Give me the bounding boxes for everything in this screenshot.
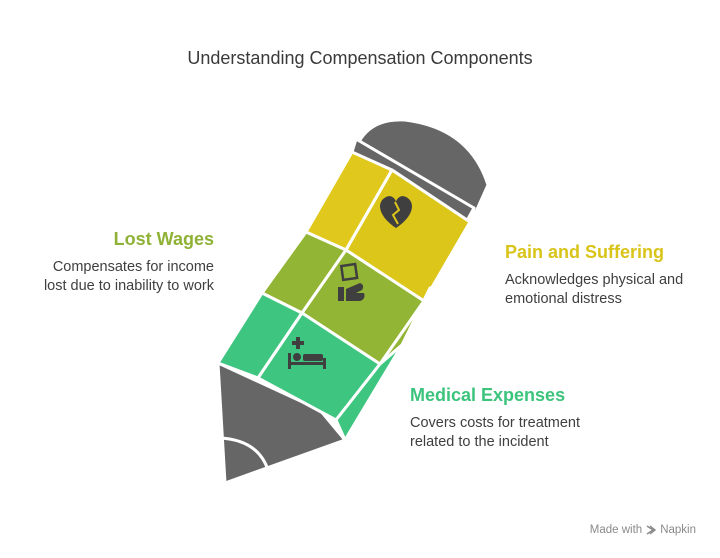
hand-money-icon (338, 262, 365, 301)
hospital-bed-icon (288, 337, 326, 369)
lost-wages-title: Lost Wages (113, 229, 214, 249)
made-with-text: Made with (589, 524, 643, 536)
page-title: Understanding Compensation Components (187, 48, 533, 68)
pain-desc-1: Acknowledges physical and (505, 272, 684, 288)
pain-label: Pain and Suffering Acknowledges physical… (505, 242, 715, 309)
pain-title: Pain and Suffering (505, 242, 665, 262)
medical-desc-1: Covers costs for treatment (410, 415, 581, 431)
lost-wages-label: Lost Wages Compensates for income lost d… (4, 229, 214, 296)
broken-heart-icon (380, 196, 412, 228)
napkin-logo-icon (646, 525, 657, 535)
pain-desc-2: emotional distress (505, 291, 622, 307)
medical-label: Medical Expenses Covers costs for treatm… (410, 385, 670, 452)
medical-desc-2: related to the incident (410, 434, 549, 450)
medical-title: Medical Expenses (410, 385, 566, 405)
lost-wages-desc-2: lost due to inability to work (43, 278, 214, 294)
pencil-tip-arc (219, 436, 270, 471)
lost-wages-desc-1: Compensates for income (52, 259, 214, 275)
segment-medical-right (334, 343, 404, 442)
napkin-brand: Napkin (660, 524, 696, 536)
made-with-footer[interactable]: Made with Napkin (590, 524, 696, 536)
